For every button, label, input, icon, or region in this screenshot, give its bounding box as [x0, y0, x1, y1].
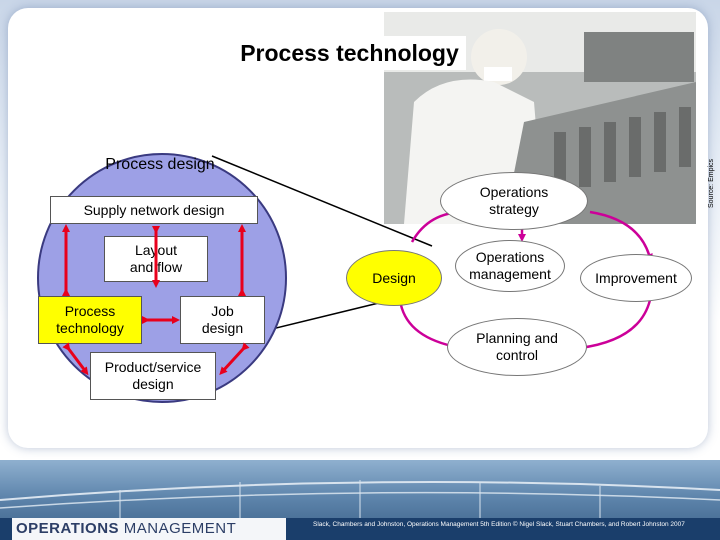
citation: Slack, Chambers and Johnston, Operations… [313, 521, 685, 528]
planning-control-node: Planning and control [447, 318, 587, 376]
operations-management-node: Operations management [455, 240, 565, 292]
operations-strategy-node: Operations strategy [440, 172, 588, 230]
design-node: Design [346, 250, 442, 306]
operations-management-logo: OPERATIONS MANAGEMENT [12, 518, 286, 540]
improvement-node: Improvement [580, 254, 692, 302]
